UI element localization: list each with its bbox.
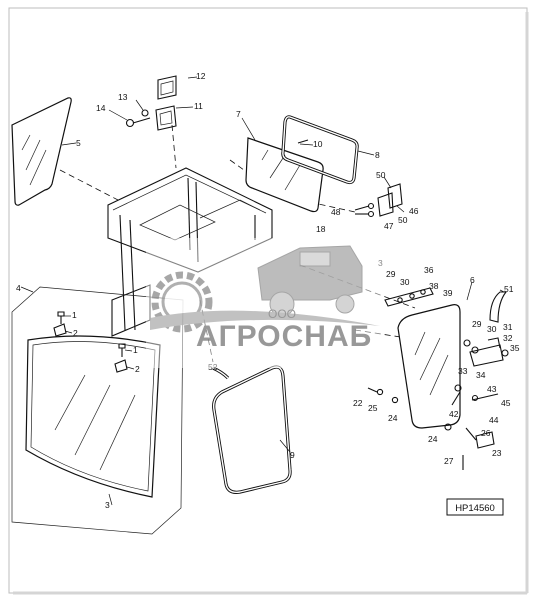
callout-51: 51 [504, 284, 514, 294]
watermark-company-prefix: ООО [268, 307, 296, 321]
callout-9: 9 [290, 450, 295, 460]
part-front-windshield [25, 335, 161, 498]
callout-18: 18 [316, 224, 326, 234]
callout-30-lower: 30 [487, 324, 497, 334]
callout-52: 52 [208, 362, 218, 372]
part-rear-glass [245, 137, 324, 213]
part-rear-seal [281, 115, 359, 185]
callout-44: 44 [489, 415, 499, 425]
part-screws [53, 311, 128, 373]
part-door-latch [463, 337, 509, 367]
callout-34: 34 [476, 370, 486, 380]
callout-32: 32 [503, 333, 513, 343]
callout-11: 11 [194, 101, 203, 111]
part-bolts-lower [367, 387, 399, 404]
watermark-company-name: АГРОСНАБ [196, 320, 372, 353]
callout-33: 33 [458, 366, 468, 376]
callout-42: 42 [449, 409, 459, 419]
callout-8: 8 [375, 150, 380, 160]
callout-47: 47 [384, 221, 394, 231]
callout-26: 26 [481, 428, 491, 438]
callout-7: 7 [236, 109, 241, 119]
part-latch-housing [125, 75, 177, 131]
callout-14: 14 [96, 103, 106, 113]
callout-3-small: 3 [378, 258, 383, 268]
part-door-seal [212, 365, 292, 494]
callout-12: 12 [196, 71, 206, 81]
callout-23: 23 [492, 448, 502, 458]
callout-leaders [20, 76, 505, 506]
callout-31: 31 [503, 322, 513, 332]
callout-24-upper: 24 [388, 413, 398, 423]
watermark-swoosh [150, 310, 380, 330]
callout-24-lower: 24 [428, 434, 438, 444]
figure-id: HP14560 [455, 503, 495, 514]
cab-frame [107, 167, 273, 337]
callout-6: 6 [470, 275, 475, 285]
callout-29-upper: 29 [386, 269, 396, 279]
callout-22: 22 [353, 398, 363, 408]
callout-25: 25 [368, 403, 378, 413]
callout-labels: 12 11 13 14 5 7 8 10 50 46 50 48 47 18 3… [16, 71, 520, 510]
callout-4: 4 [16, 283, 21, 293]
watermark-harvester-icon [257, 245, 363, 317]
callout-2-upper: 2 [73, 328, 78, 338]
callout-13: 13 [118, 92, 128, 102]
part-front-window-box [11, 286, 184, 535]
figure-id-box: HP14560 [446, 498, 504, 516]
callout-50-lower: 50 [398, 215, 408, 225]
callout-10: 10 [313, 139, 323, 149]
callout-50-upper: 50 [376, 170, 386, 180]
callout-2-lower: 2 [135, 364, 140, 374]
part-side-glass-left [11, 97, 72, 206]
callout-38: 38 [429, 281, 439, 291]
part-handle [489, 291, 508, 323]
callout-29-lower: 29 [472, 319, 482, 329]
part-hinge-bar [384, 287, 434, 307]
callout-3: 3 [105, 500, 110, 510]
part-hinge-lower [444, 384, 499, 470]
callout-35: 35 [510, 343, 520, 353]
callout-1-upper: 1 [72, 310, 77, 320]
callout-46: 46 [409, 206, 419, 216]
callout-39: 39 [443, 288, 453, 298]
callout-1-lower: 1 [133, 345, 138, 355]
callout-48: 48 [331, 207, 341, 217]
part-hinge-upper [354, 183, 403, 218]
watermark: ООО АГРОСНАБ [146, 238, 384, 368]
callout-5: 5 [76, 138, 81, 148]
callout-30-upper: 30 [400, 277, 410, 287]
callout-45: 45 [501, 398, 511, 408]
callout-36: 36 [424, 265, 434, 275]
callout-27: 27 [444, 456, 454, 466]
part-door-glass [397, 304, 461, 429]
callout-43: 43 [487, 384, 497, 394]
